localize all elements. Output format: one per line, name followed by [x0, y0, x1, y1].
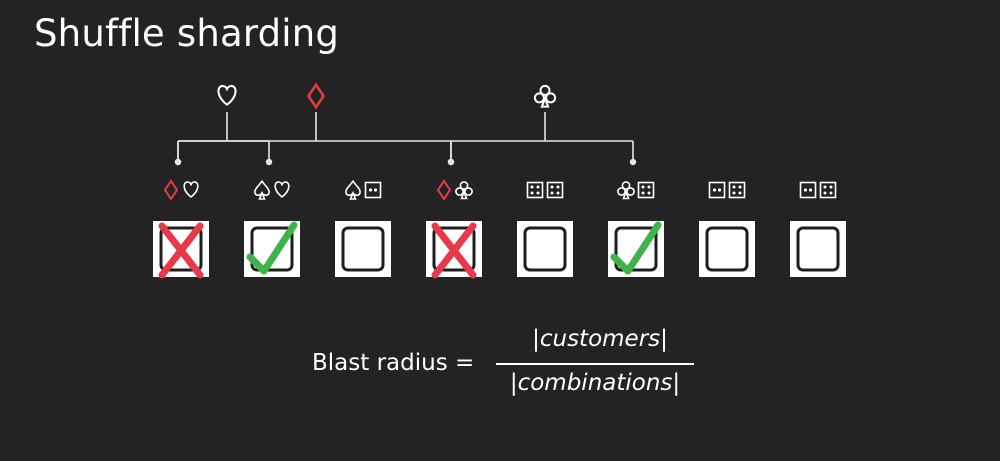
shard-label-5 [526, 181, 564, 199]
shard-checkbox [705, 226, 749, 272]
die-two-icon [799, 181, 817, 199]
heart-icon [217, 85, 237, 106]
shard-box-6 [608, 221, 664, 277]
club-icon [533, 84, 557, 108]
shard-label-2 [254, 180, 290, 200]
shard-label-6 [617, 181, 655, 200]
blast-radius-formula: Blast radius = |customers| |combinations… [312, 322, 712, 412]
die-four-icon [526, 181, 544, 199]
shard-label-7 [708, 181, 746, 199]
formula-lhs: Blast radius = [312, 350, 475, 376]
formula-numerator: |customers| [532, 326, 668, 352]
die-four-icon [546, 181, 564, 199]
die-two-icon [364, 181, 382, 199]
diamond-icon [306, 82, 326, 110]
shard-label-4 [436, 179, 473, 201]
diamond-icon [163, 179, 179, 201]
shard-checkbox [523, 226, 567, 272]
shard-box-7 [699, 221, 755, 277]
shard-box-4 [426, 221, 482, 279]
die-two-icon [708, 181, 726, 199]
shard-label-8 [799, 181, 837, 199]
slide-title: Shuffle sharding [34, 12, 340, 55]
shard-box-2 [244, 221, 300, 277]
die-four-icon [637, 181, 655, 199]
shard-box-3 [335, 221, 391, 277]
ok-check-mark [610, 221, 662, 275]
club-icon [455, 181, 473, 200]
heart-icon [183, 181, 199, 198]
customer-tree [174, 82, 637, 166]
ok-check-mark [246, 221, 298, 275]
shard-boxes [153, 221, 846, 279]
club-icon [617, 181, 635, 200]
diamond-icon [436, 179, 452, 201]
shard-checkbox [796, 226, 840, 272]
spade-icon [345, 180, 361, 200]
heart-icon [274, 181, 290, 198]
shard-checkbox [341, 226, 385, 272]
failed-x-mark [431, 222, 477, 279]
shard-label-1 [163, 179, 199, 201]
spade-icon [254, 180, 270, 200]
shard-box-1 [153, 221, 209, 279]
shard-label-3 [345, 180, 382, 200]
failed-x-mark [158, 222, 204, 279]
shard-box-5 [517, 221, 573, 277]
die-four-icon [728, 181, 746, 199]
fraction-bar [496, 363, 694, 365]
die-four-icon [819, 181, 837, 199]
shard-box-8 [790, 221, 846, 277]
formula-denominator: |combinations| [509, 370, 681, 396]
shard-labels [163, 179, 837, 201]
